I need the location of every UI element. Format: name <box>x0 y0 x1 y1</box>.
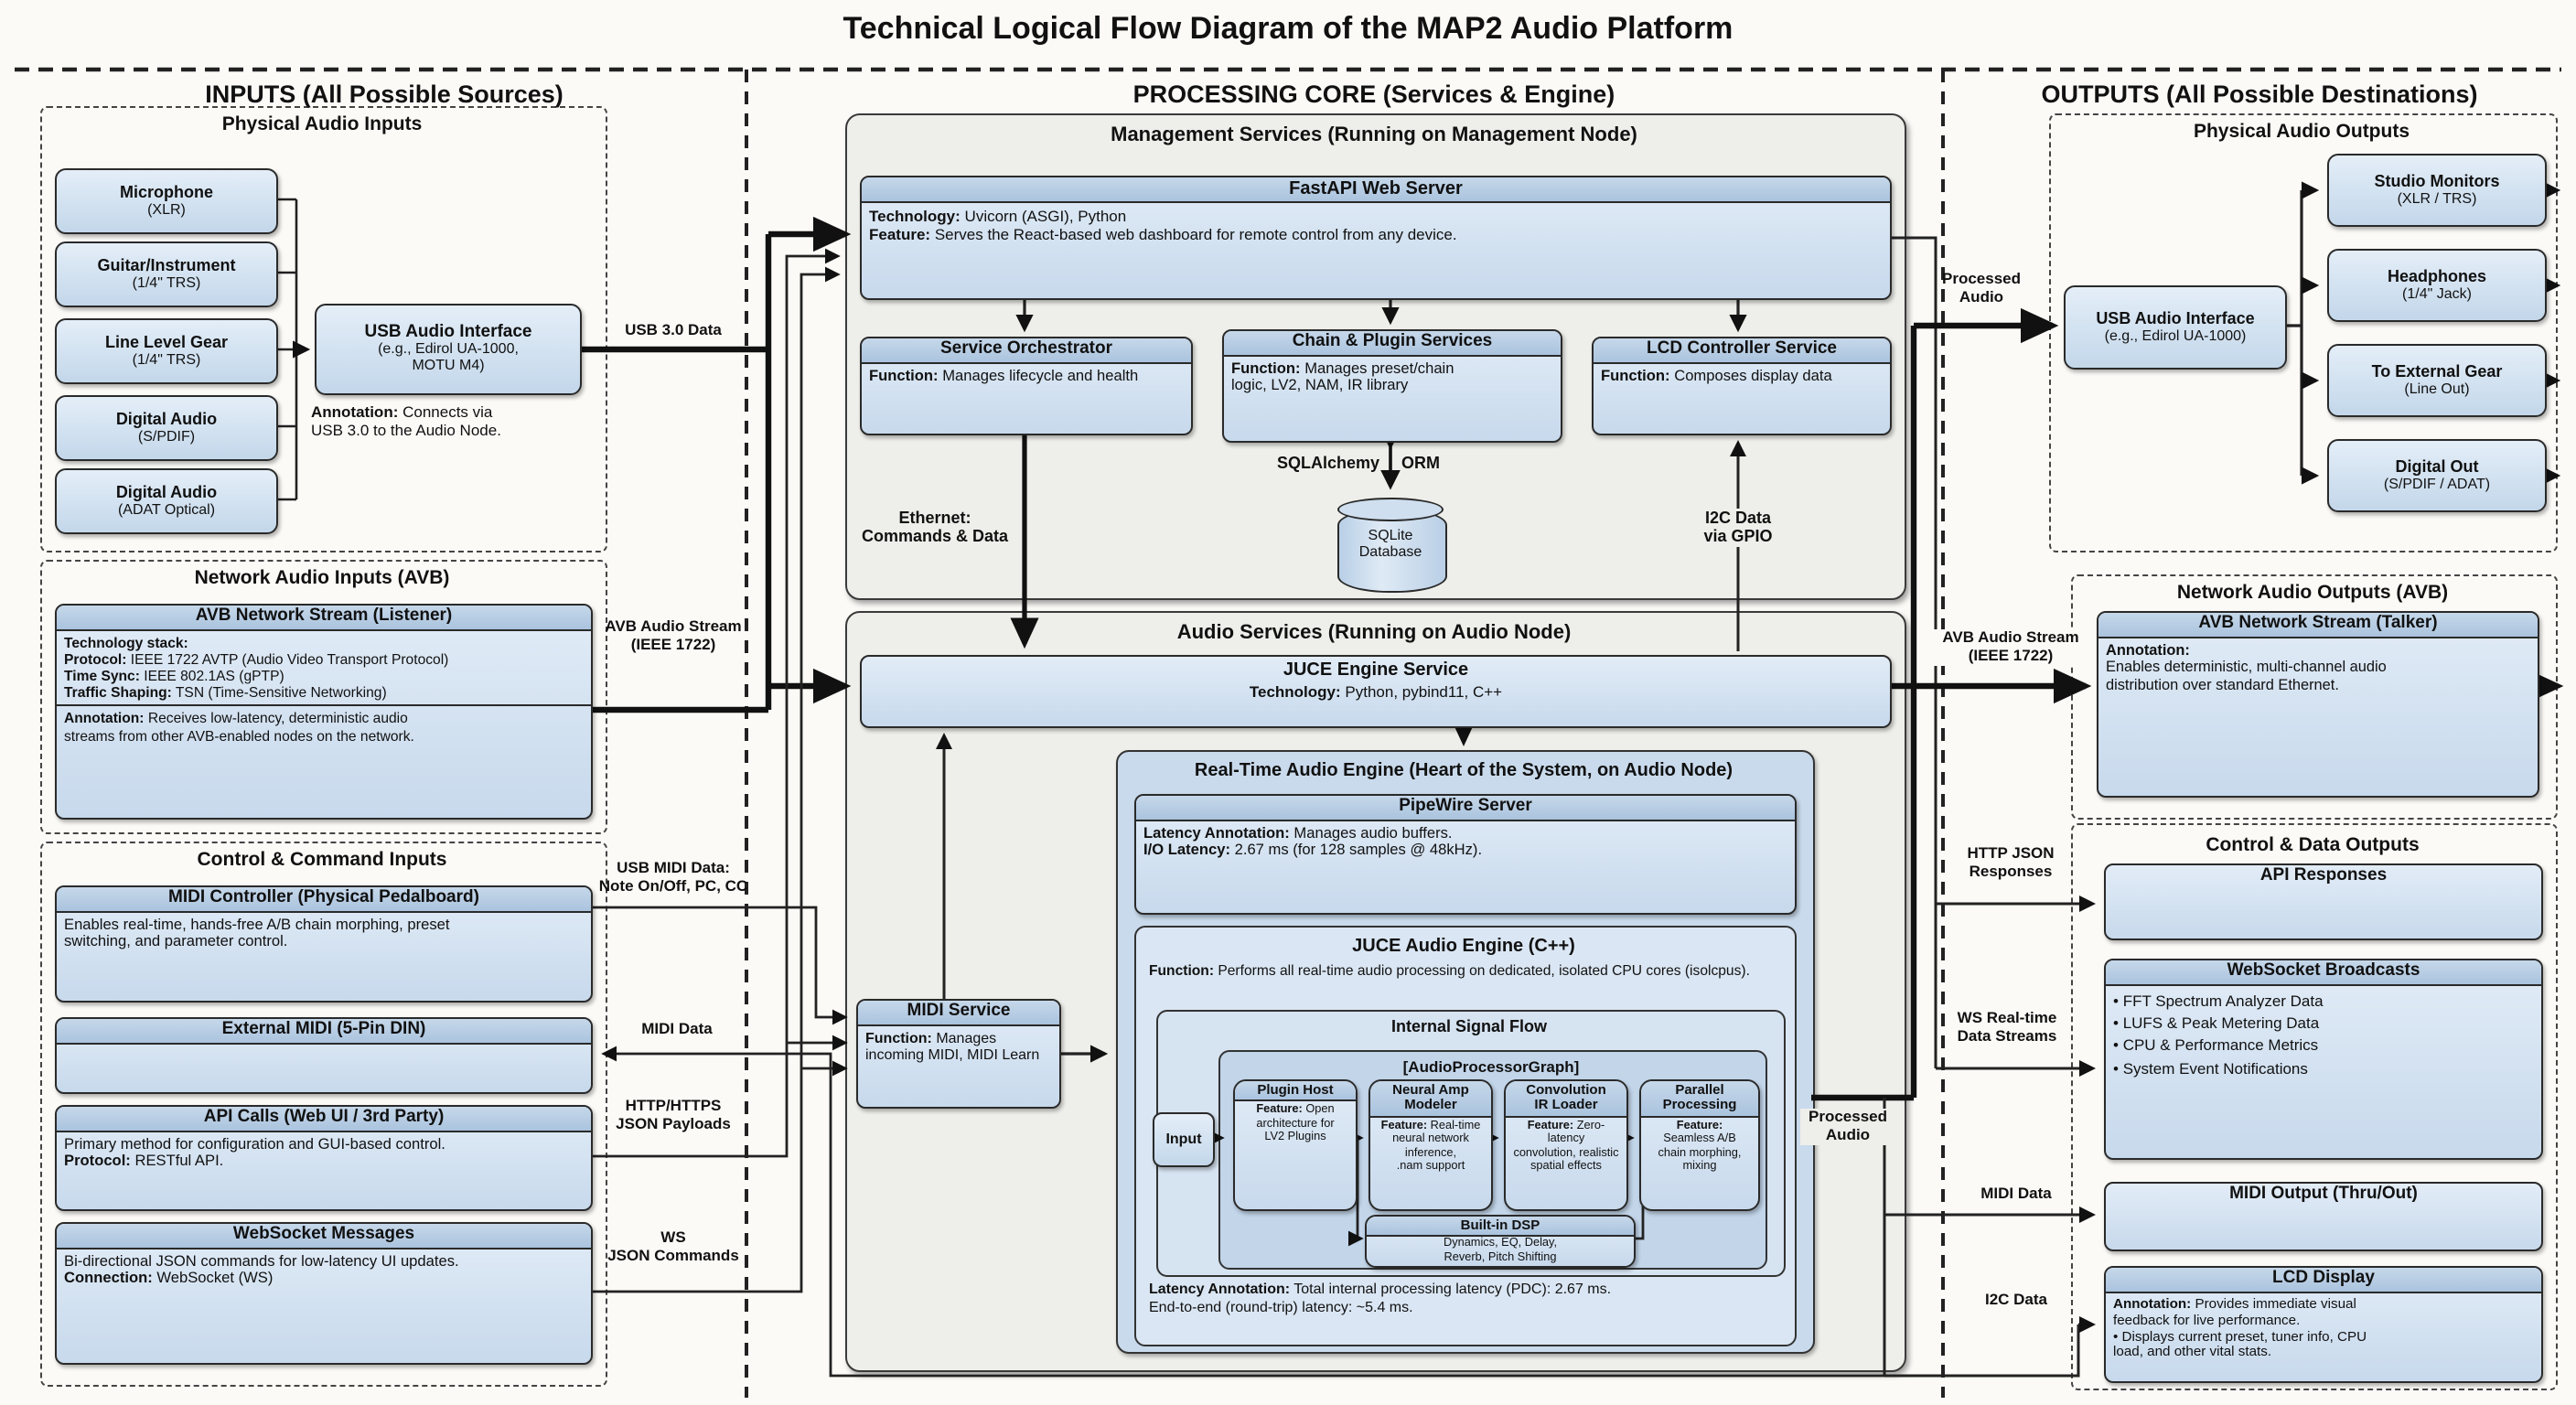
i2c-data-out-label: I2C Data <box>1984 1290 2047 1308</box>
physical-audio-inputs-group <box>40 106 607 552</box>
input-adat: Digital Audio (ADAT Optical) <box>55 468 278 534</box>
inputs-heading: INPUTS (All Possible Sources) <box>205 80 564 108</box>
input-guitar: Guitar/Instrument (1/4" TRS) <box>55 241 278 307</box>
usb-midi-data-label: USB MIDI Data:Note On/Off, PC, CC <box>598 858 748 895</box>
network-audio-inputs-title: Network Audio Inputs (AVB) <box>194 567 450 589</box>
control-data-outputs-title: Control & Data Outputs <box>2206 834 2420 856</box>
service-orchestrator-box: Service Orchestrator Function: Manages l… <box>860 337 1193 435</box>
physical-audio-outputs-title: Physical Audio Outputs <box>2193 121 2410 143</box>
audio-services-title: Audio Services (Running on Audio Node) <box>1176 622 1572 644</box>
api-responses-box: API Responses <box>2104 863 2543 940</box>
midi-data-out-label: MIDI Data <box>1980 1184 2052 1202</box>
pipewire-box: PipeWire Server Latency Annotation: Mana… <box>1134 794 1797 915</box>
avb-stream-out-label: AVB Audio Stream(IEEE 1722) <box>1928 627 2093 666</box>
network-audio-outputs-title: Network Audio Outputs (AVB) <box>2176 582 2449 604</box>
lcd-display-box: LCD Display Annotation: Provides immedia… <box>2104 1266 2543 1383</box>
usb3-data-label: USB 3.0 Data <box>625 320 722 338</box>
websocket-messages-box: WebSocket Messages Bi-directional JSON c… <box>55 1222 593 1365</box>
juce-engine-service-box: JUCE Engine Service Technology: Python, … <box>860 655 1892 728</box>
input-microphone: Microphone (XLR) <box>55 168 278 234</box>
orm-label: ORM <box>1401 454 1464 473</box>
ws-bullet-fft: • FFT Spectrum Analyzer Data <box>2113 991 2324 1010</box>
control-data-outputs-group <box>2071 823 2558 1390</box>
isf-input-node: Input <box>1153 1112 1215 1167</box>
midi-output-box: MIDI Output (Thru/Out) <box>2104 1182 2543 1251</box>
usb-audio-interface-output: USB Audio Interface (e.g., Edirol UA-100… <box>2064 285 2287 370</box>
lcd-controller-service-box: LCD Controller Service Function: Compose… <box>1592 337 1892 435</box>
sqlalchemy-label: SQLAlchemy <box>1262 454 1379 473</box>
juce-audio-engine-function: Function: Performs all real-time audio p… <box>1149 962 1750 979</box>
midi-controller-box: MIDI Controller (Physical Pedalboard) En… <box>55 885 593 1003</box>
ws-bullet-events: • System Event Notifications <box>2113 1058 2308 1078</box>
usb-audio-interface-input: USB Audio Interface (e.g., Edirol UA-100… <box>315 304 582 395</box>
chain-plugin-services-box: Chain & Plugin Services Function: Manage… <box>1222 329 1562 443</box>
output-headphones: Headphones (1/4" Jack) <box>2327 249 2547 322</box>
ws-bullet-lufs: • LUFS & Peak Metering Data <box>2113 1013 2320 1032</box>
page-title: Technical Logical Flow Diagram of the MA… <box>843 11 1733 46</box>
ws-bullet-cpu: • CPU & Performance Metrics <box>2113 1035 2319 1055</box>
avb-talker-box: AVB Network Stream (Talker) Annotation:E… <box>2097 611 2539 798</box>
management-services-title: Management Services (Running on Manageme… <box>1111 124 1637 146</box>
websocket-broadcasts-box: WebSocket Broadcasts • FFT Spectrum Anal… <box>2104 959 2543 1160</box>
audio-processor-graph-title: [AudioProcessorGraph] <box>1402 1057 1580 1076</box>
avb-listener-box: AVB Network Stream (Listener) Technology… <box>55 604 593 820</box>
outputs-heading: OUTPUTS (All Possible Destinations) <box>2041 80 2478 108</box>
ethernet-label: Ethernet:Commands & Data <box>853 509 1017 547</box>
fastapi-box: FastAPI Web Server Technology: Uvicorn (… <box>860 176 1892 300</box>
internal-signal-flow-title: Internal Signal Flow <box>1390 1017 1547 1035</box>
output-studio-monitors: Studio Monitors (XLR / TRS) <box>2327 154 2547 227</box>
network-audio-inputs-group <box>40 560 607 834</box>
output-external-gear: To External Gear (Line Out) <box>2327 344 2547 417</box>
realtime-engine-title: Real-Time Audio Engine (Heart of the Sys… <box>1194 761 1733 781</box>
avb-stream-in-label: AVB Audio Stream(IEEE 1722) <box>605 617 742 653</box>
control-command-inputs-group <box>40 842 607 1387</box>
input-line-level: Line Level Gear (1/4" TRS) <box>55 318 278 384</box>
midi-data-return-label: MIDI Data <box>641 1019 713 1037</box>
built-in-dsp-node: Built-in DSP Dynamics, EQ, Delay,Reverb,… <box>1365 1215 1636 1268</box>
physical-audio-inputs-title: Physical Audio Inputs <box>221 113 423 135</box>
control-command-inputs-title: Control & Command Inputs <box>197 849 447 871</box>
external-midi-box: External MIDI (5-Pin DIN) <box>55 1017 593 1094</box>
core-heading: PROCESSING CORE (Services & Engine) <box>1132 80 1615 108</box>
api-calls-box: API Calls (Web UI / 3rd Party) Primary m… <box>55 1105 593 1211</box>
juce-audio-engine-title: JUCE Audio Engine (C++) <box>1352 937 1575 957</box>
engine-latency-annotation: Latency Annotation: Total internal proce… <box>1149 1281 1612 1315</box>
output-digital-out: Digital Out (S/PDIF / ADAT) <box>2327 439 2547 512</box>
input-spdif: Digital Audio (S/PDIF) <box>55 395 278 461</box>
